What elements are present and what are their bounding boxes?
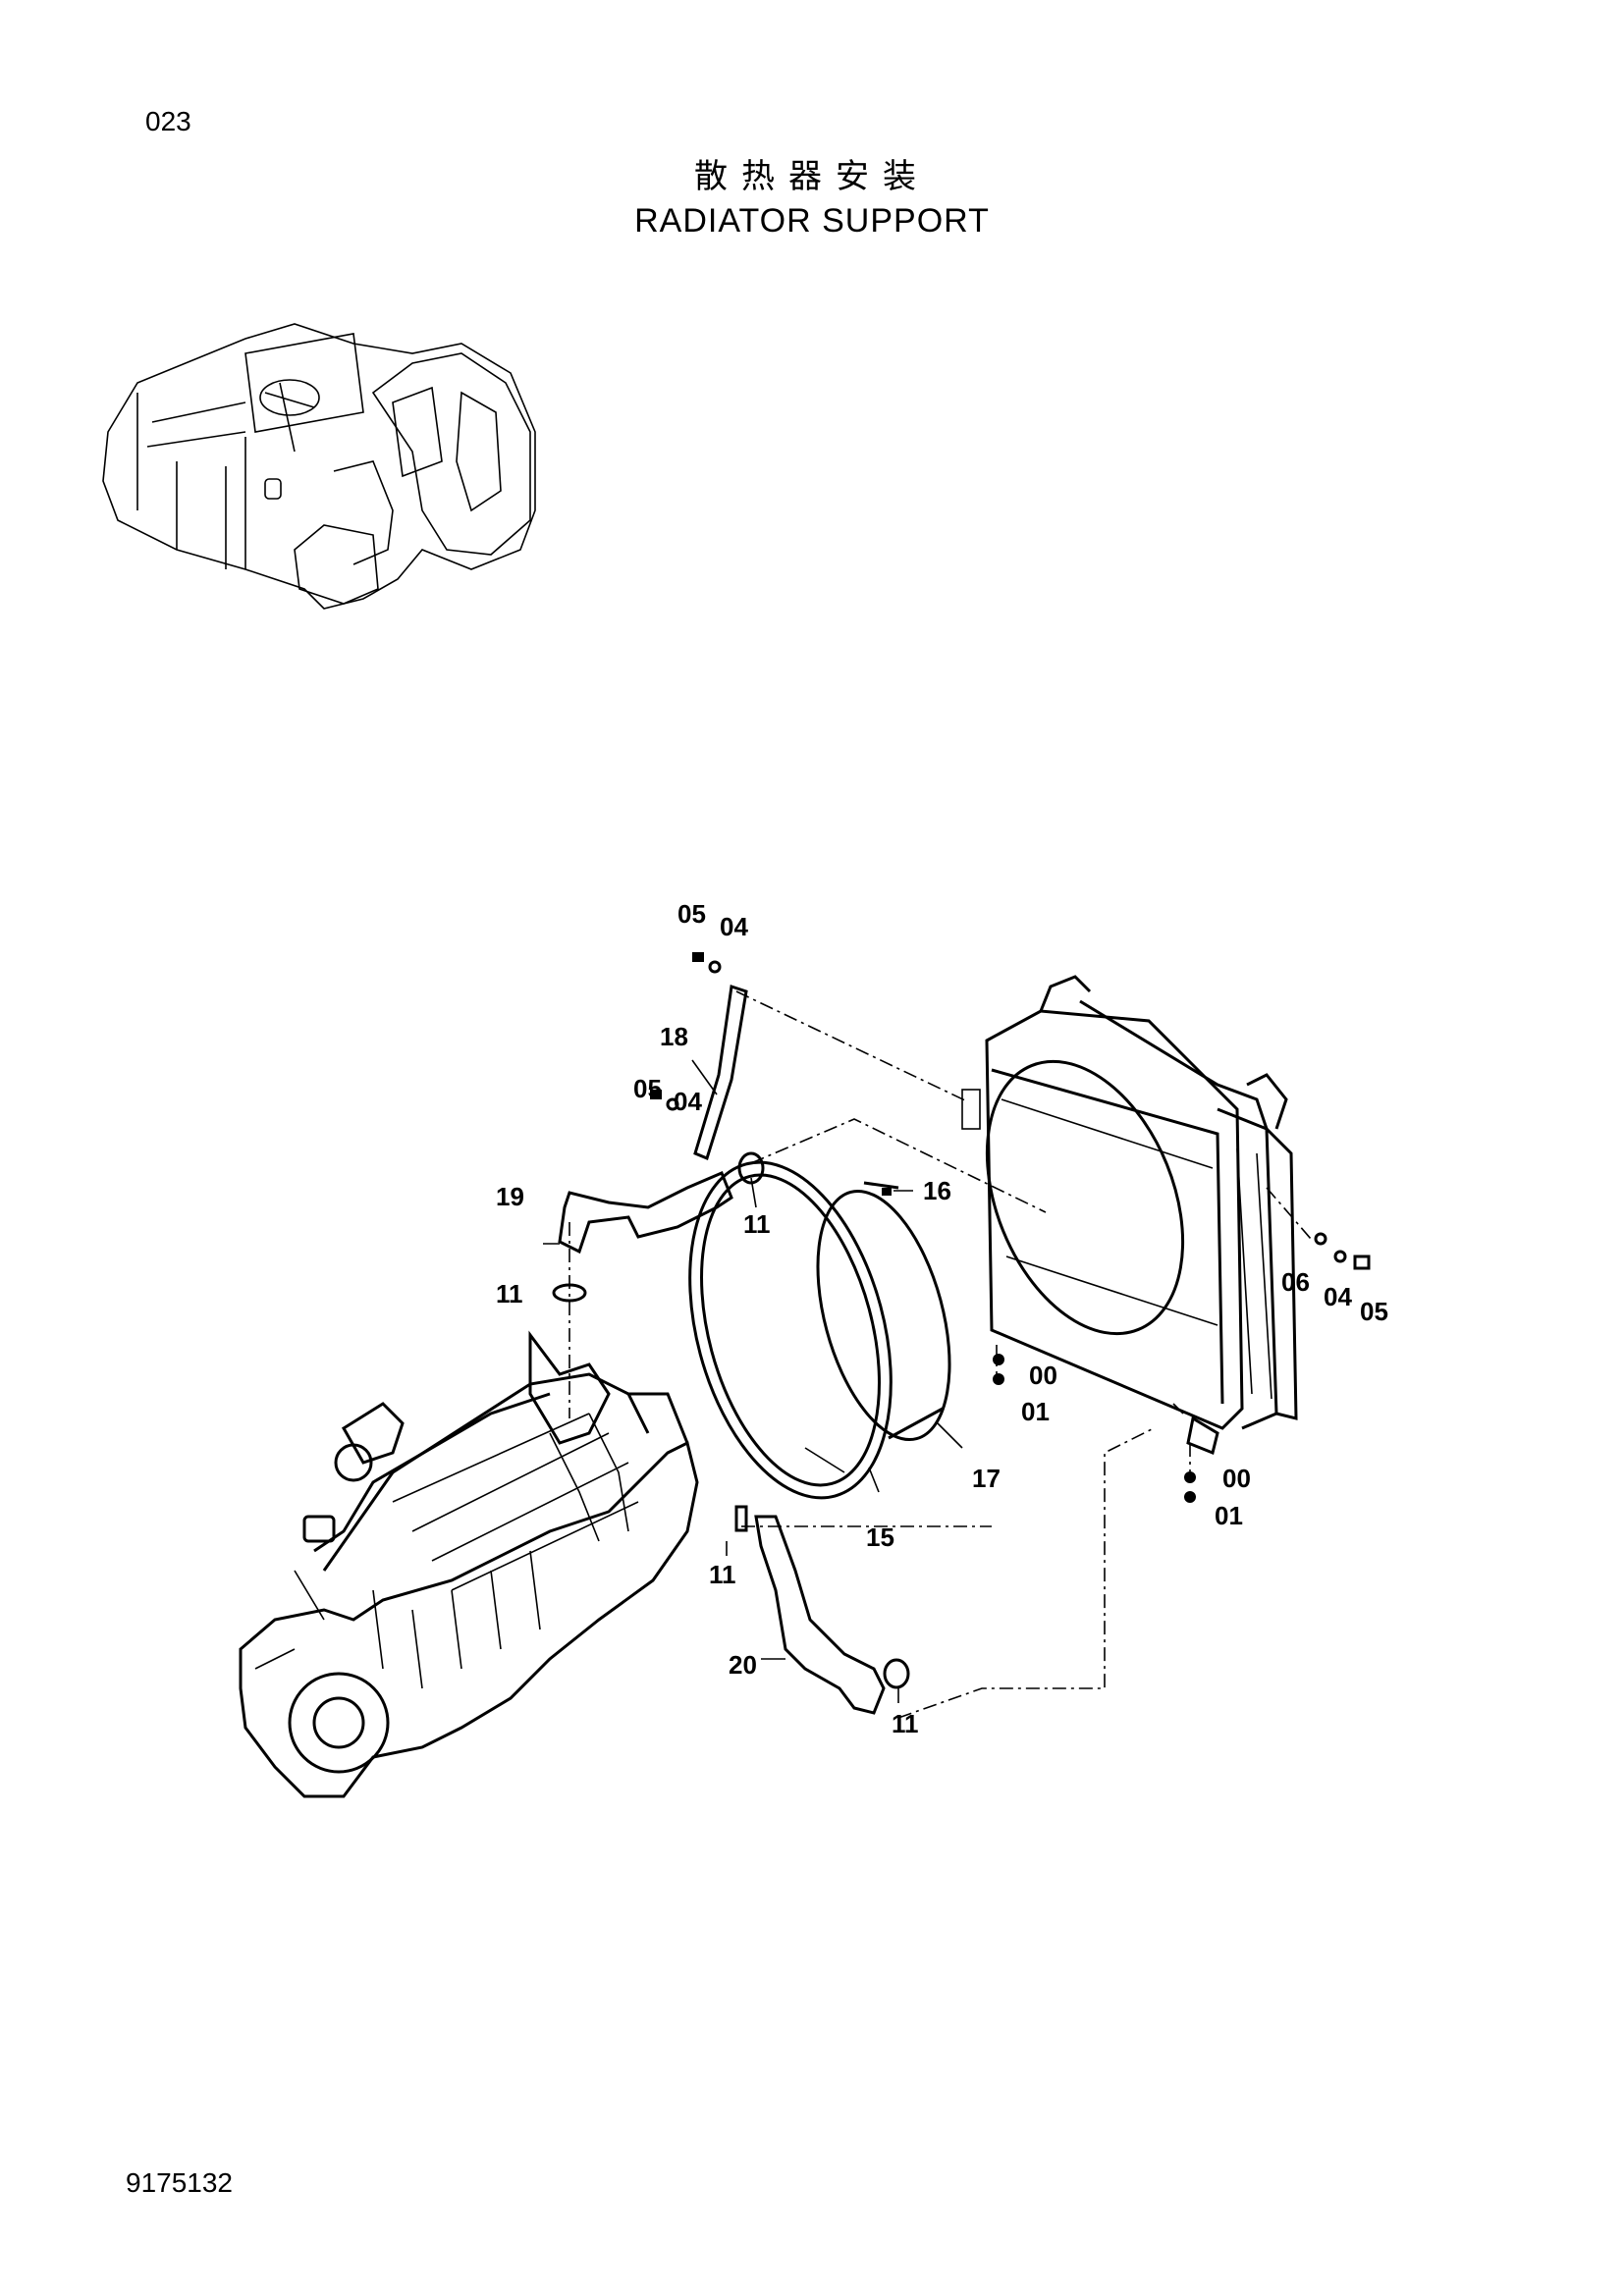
engine (239, 1330, 699, 1798)
callout-05: 05 (633, 1074, 662, 1103)
callout-16: 16 (923, 1176, 951, 1205)
callout-leaders (543, 1059, 963, 1703)
callout-00: 00 (1222, 1464, 1251, 1493)
callout-11: 11 (743, 1209, 771, 1239)
callout-11: 11 (496, 1279, 523, 1308)
callout-01: 01 (1021, 1397, 1050, 1426)
stay-bar (693, 985, 748, 1161)
radiator-assembly (961, 975, 1298, 1456)
callout-labels: 05 04 18 05 04 19 11 11 16 06 04 05 00 0… (496, 899, 1388, 1738)
callout-17: 17 (972, 1464, 1001, 1493)
page-number: 023 (145, 106, 191, 136)
callout-18: 18 (660, 1022, 688, 1051)
callout-05: 05 (1360, 1297, 1388, 1326)
drawing-number: 9175132 (126, 2167, 234, 2198)
callout-00: 00 (1029, 1361, 1057, 1390)
page-title-english: RADIATOR SUPPORT (634, 202, 990, 240)
callout-06: 06 (1281, 1267, 1310, 1297)
callout-11: 11 (892, 1709, 919, 1738)
callout-04: 04 (720, 912, 748, 941)
callout-04: 04 (674, 1087, 702, 1116)
upper-hose (552, 1151, 765, 1303)
callout-05: 05 (677, 899, 706, 929)
fastener-glyphs (650, 952, 1371, 1503)
page-title-chinese: 散热器安装 (694, 157, 930, 196)
machine-locator-thumbnail (102, 323, 536, 610)
callout-19: 19 (496, 1182, 524, 1211)
callout-15: 15 (866, 1522, 894, 1552)
callout-20: 20 (729, 1650, 757, 1680)
callout-11: 11 (709, 1560, 736, 1589)
fan-shroud-parts (688, 1160, 951, 1500)
lower-hose (734, 1505, 910, 1715)
callout-04: 04 (1324, 1282, 1352, 1311)
callout-01: 01 (1215, 1501, 1243, 1530)
